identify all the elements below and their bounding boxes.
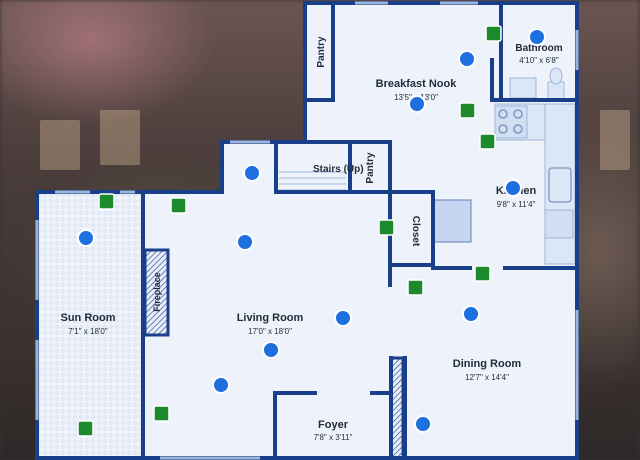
fridge-icon [544, 209, 574, 239]
green-marker[interactable] [407, 279, 424, 296]
dining-room-label: Dining Room [453, 358, 522, 370]
green-marker[interactable] [485, 25, 502, 42]
blue-marker[interactable] [462, 305, 480, 323]
living-room-dims: 17'0" x 18'0" [248, 327, 292, 336]
foyer-label: Foyer [318, 419, 349, 431]
stove-icon [494, 105, 528, 139]
sun-room-label: Sun Room [61, 312, 116, 324]
blue-marker[interactable] [236, 233, 254, 251]
blue-marker[interactable] [414, 415, 432, 433]
blue-markers [77, 28, 546, 433]
green-marker[interactable] [459, 102, 476, 119]
upper-pantry-label: Pantry [316, 36, 327, 68]
bathroom-sink-icon [509, 77, 537, 99]
bathroom-dims: 4'10" x 6'8" [519, 56, 559, 65]
toilet-icon [547, 67, 565, 101]
blue-marker[interactable] [334, 309, 352, 327]
blue-marker[interactable] [212, 376, 230, 394]
green-marker[interactable] [474, 265, 491, 282]
fireplace-label: Fireplace [152, 272, 162, 312]
blue-marker[interactable] [528, 28, 546, 46]
blue-marker[interactable] [408, 95, 426, 113]
stairs-label: Stairs (Up) [313, 164, 364, 175]
blue-marker[interactable] [77, 229, 95, 247]
foyer-dims: 7'8" x 3'11" [314, 433, 353, 442]
green-markers [77, 25, 502, 437]
breakfast-nook-label: Breakfast Nook [376, 78, 458, 90]
dining-room-dims: 12'7" x 14'4" [465, 373, 509, 382]
blue-marker[interactable] [458, 50, 476, 68]
bathroom-label: Bathroom [515, 43, 562, 54]
green-marker[interactable] [98, 193, 115, 210]
lower-pantry-label: Pantry [365, 152, 376, 184]
closet-label: Closet [410, 216, 421, 247]
kitchen-sink-icon [548, 167, 572, 203]
background-window [100, 110, 140, 165]
floor-area [37, 3, 577, 460]
kitchen-island [432, 199, 472, 243]
sun-room-dims: 7'1" x 18'0" [68, 327, 108, 336]
window-marks [35, 1, 579, 460]
background-window [40, 120, 80, 170]
blue-marker[interactable] [262, 341, 280, 359]
background-window [600, 110, 630, 170]
green-marker[interactable] [378, 219, 395, 236]
green-marker[interactable] [479, 133, 496, 150]
kitchen-dims: 9'8" x 11'4" [497, 200, 536, 209]
blue-marker[interactable] [504, 179, 522, 197]
green-marker[interactable] [170, 197, 187, 214]
blue-marker[interactable] [243, 164, 261, 182]
living-room-label: Living Room [237, 312, 304, 324]
green-marker[interactable] [153, 405, 170, 422]
green-marker[interactable] [77, 420, 94, 437]
